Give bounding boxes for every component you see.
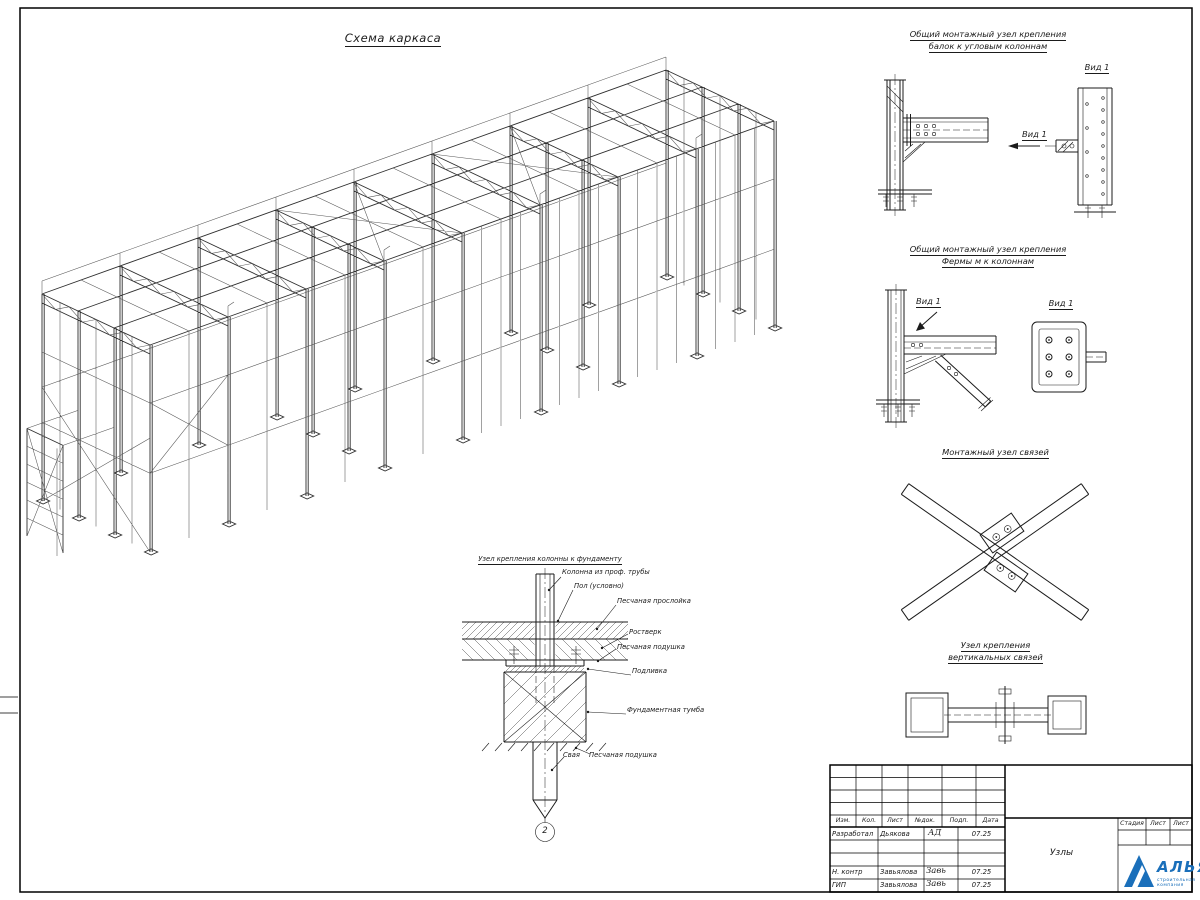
detail4-title-line1: Узел крепления xyxy=(960,640,1031,652)
detail2-view-title: Вид 1 xyxy=(1048,298,1074,310)
row1-date: 07.25 xyxy=(971,830,992,838)
row3-date: 07.25 xyxy=(971,881,992,889)
doc-title: Узлы xyxy=(1049,848,1074,858)
label-pile: Свая xyxy=(563,751,581,759)
rev-header-podp: Подп. xyxy=(949,817,969,824)
frame-secondary-lines xyxy=(26,56,775,556)
sheets-header: Лист xyxy=(1173,820,1189,827)
row2-role: Н. контр xyxy=(832,868,863,876)
view-arrow xyxy=(916,322,925,331)
rev-header-izm: Изм. xyxy=(835,817,851,824)
detail1-view-callout: Вид 1 xyxy=(1022,129,1047,141)
title-block-grid xyxy=(829,764,1193,893)
detail-vertical-braces-node xyxy=(905,686,1087,744)
stage-header: Стадия xyxy=(1120,820,1144,827)
detail-beam-to-corner-column xyxy=(878,74,1116,218)
detail-braces-cross-node xyxy=(900,483,1090,621)
detail3-title: Монтажный узел связей xyxy=(942,447,1049,459)
row2-signature: Завь xyxy=(926,866,946,876)
gusset-plate-upper xyxy=(979,512,1025,554)
leader-lines xyxy=(547,576,632,772)
label-sand-layer: Песчаная прослойка xyxy=(617,597,691,605)
row3-signature: Завь xyxy=(926,879,946,889)
bolt-circles xyxy=(910,342,958,376)
detail-column-to-foundation xyxy=(462,568,632,842)
detail1-view-title: Вид 1 xyxy=(1084,62,1110,74)
frame-main-lines xyxy=(26,69,783,556)
pedestal-hatch xyxy=(504,672,586,742)
bolt-row xyxy=(1061,96,1105,196)
company-logo-icon xyxy=(1124,855,1154,887)
row1-role: Разработал xyxy=(832,830,874,838)
label-column: Колонна из проф. трубы xyxy=(562,568,650,576)
label-pedestal: Фундаментная тумба xyxy=(627,706,705,714)
label-floor: Пол (условно) xyxy=(574,582,624,590)
label-sand-cushion-bottom: Песчаная подушка xyxy=(589,751,657,759)
row1-name: Дьякова xyxy=(880,830,910,838)
detail2-view-callout: Вид 1 xyxy=(916,296,941,308)
row2-name: Завьялова xyxy=(880,868,918,876)
frame-isometric-drawing xyxy=(26,56,783,556)
bolted-flange-view xyxy=(1031,321,1107,393)
rev-header-list: Лист xyxy=(887,817,903,824)
sheet-frame xyxy=(0,7,1193,893)
gusset-plate-lower xyxy=(983,551,1029,593)
detail-truss-to-column xyxy=(876,284,1107,428)
detail4-title-line2: вертикальных связей xyxy=(948,652,1043,664)
label-grillage: Ростверк xyxy=(629,628,662,636)
rev-header-kol: Кол. xyxy=(861,817,877,824)
rev-header-data: Дата xyxy=(982,817,999,824)
company-tagline: строительная компания xyxy=(1157,878,1196,888)
row3-name: Завьялова xyxy=(880,881,918,889)
detail1-title-line2: балок к угловым колоннам xyxy=(928,41,1048,53)
label-grout: Подливка xyxy=(632,667,668,675)
company-name: АЛЬЯНС xyxy=(1157,858,1200,876)
node-marker-circle xyxy=(535,822,555,842)
row2-date: 07.25 xyxy=(971,868,992,876)
rev-header-doc: №док. xyxy=(914,817,936,824)
detail2-title-line2: Фермы м к колоннам xyxy=(941,256,1035,268)
sheet-header: Лист xyxy=(1150,820,1166,827)
foundation-title: Узел крепления колонны к фундаменту xyxy=(478,555,622,565)
bolt-circles xyxy=(915,124,936,137)
view-arrow xyxy=(1008,142,1018,150)
detail1-title-line1: Общий монтажный узел крепления xyxy=(909,29,1067,41)
label-sand-cushion-top: Песчаная подушка xyxy=(617,643,685,651)
node-marker-number: 2 xyxy=(542,826,548,836)
row3-role: ГИП xyxy=(832,881,846,889)
main-title: Схема каркаса xyxy=(344,31,442,47)
detail2-title-line1: Общий монтажный узел крепления xyxy=(909,244,1067,256)
sand-cushion-ticks xyxy=(481,742,607,752)
grout-hatch xyxy=(506,666,584,672)
row1-signature: АД xyxy=(928,828,942,838)
